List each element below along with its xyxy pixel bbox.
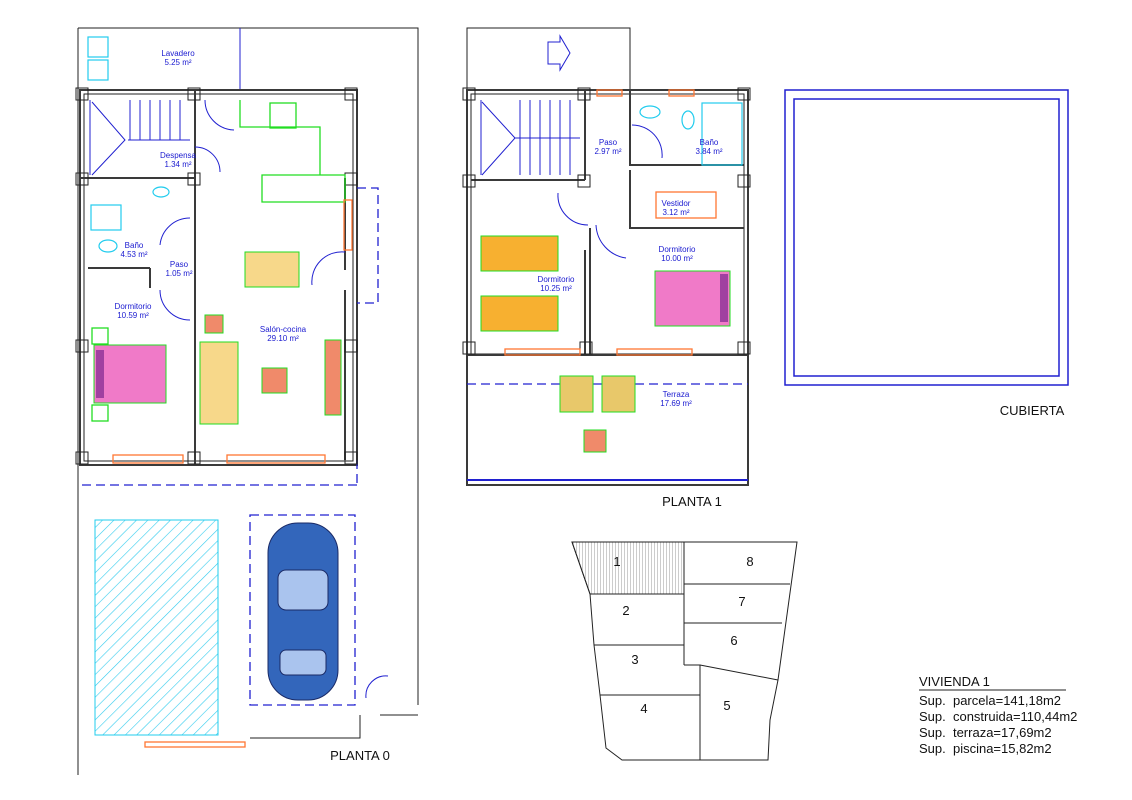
room-labels-1: Paso 2.97 m² Baño 3.84 m² Vestidor 3.12 …: [538, 138, 723, 408]
cubierta-title: CUBIERTA: [1000, 403, 1065, 418]
planta-0: Lavadero 5.25 m² Despensa 1.34 m² Baño 4…: [75, 27, 419, 775]
sink-icon: [639, 105, 661, 119]
stairs-icon: [480, 100, 580, 176]
room-name: Dormitorio: [115, 302, 152, 311]
entry-arrow-icon: [547, 34, 571, 72]
room-area: 4.53 m²: [120, 250, 147, 259]
washer-icon: [87, 36, 109, 58]
wardrobe: [655, 191, 717, 219]
planta-1: Paso 2.97 m² Baño 3.84 m² Vestidor 3.12 …: [462, 27, 751, 509]
bed: [480, 235, 559, 272]
lounger: [559, 375, 594, 413]
room-name: Lavadero: [161, 49, 195, 58]
kitchen-counter: [239, 100, 346, 203]
stairs-icon: [89, 100, 190, 176]
stove-icon: [269, 102, 297, 129]
pool: [94, 519, 219, 736]
sofa: [199, 341, 239, 425]
terrace-table: [583, 429, 607, 453]
room-area: 5.25 m²: [164, 58, 191, 67]
parcel-1-highlight: [571, 541, 685, 595]
room-name: Terraza: [663, 390, 690, 399]
windows: [112, 199, 353, 748]
parcel-number: 1: [613, 554, 620, 569]
roof-outline: [784, 89, 1069, 386]
tv-unit: [324, 339, 342, 416]
room-area: 17.69 m²: [660, 399, 692, 408]
info-piscina: Sup. piscina=15,82m2: [919, 741, 1052, 756]
vivienda-title: VIVIENDA 1: [919, 674, 990, 689]
building-outline-0: [79, 89, 358, 466]
bed: [654, 270, 731, 327]
bed: [93, 344, 167, 404]
parcel-number: 8: [746, 554, 753, 569]
planta-0-title: PLANTA 0: [330, 748, 390, 763]
room-area: 10.00 m²: [661, 254, 693, 263]
room-area: 29.10 m²: [267, 334, 299, 343]
room-area: 3.12 m²: [662, 208, 689, 217]
coffee-table: [261, 367, 288, 394]
room-name: Paso: [599, 138, 618, 147]
parcel-number: 7: [738, 594, 745, 609]
lounger: [601, 375, 636, 413]
parcel-number: 5: [723, 698, 730, 713]
room-area: 1.05 m²: [165, 269, 192, 278]
toilet-icon: [681, 110, 695, 130]
dining-table: [244, 251, 300, 288]
car-icon: [267, 522, 339, 701]
room-name: Paso: [170, 260, 189, 269]
room-area: 2.97 m²: [594, 147, 621, 156]
info-construida: Sup. construida=110,44m2: [919, 709, 1077, 724]
parcel-number: 3: [631, 652, 638, 667]
sink-icon: [152, 186, 170, 198]
room-area: 10.59 m²: [117, 311, 149, 320]
parcel-map: 1 2 3 4 5 6 7 8: [571, 541, 798, 761]
vivienda-info: VIVIENDA 1 Sup. parcela=141,18m2 Sup. co…: [919, 674, 1077, 756]
room-name: Baño: [700, 138, 719, 147]
room-name: Dormitorio: [659, 245, 696, 254]
room-name: Baño: [125, 241, 144, 250]
room-name: Despensa: [160, 151, 197, 160]
info-terraza: Sup. terraza=17,69m2: [919, 725, 1052, 740]
parcel-number: 2: [622, 603, 629, 618]
toilet-icon: [98, 239, 118, 253]
plot-boundary-bottom: [250, 714, 418, 739]
info-parcela: Sup. parcela=141,18m2: [919, 693, 1061, 708]
dryer-icon: [87, 59, 109, 81]
bed: [480, 295, 559, 332]
room-area: 3.84 m²: [695, 147, 722, 156]
shower-icon: [701, 102, 743, 166]
cubierta: CUBIERTA: [784, 89, 1069, 418]
door-swings: [159, 99, 389, 699]
room-area: 10.25 m²: [540, 284, 572, 293]
parcel-number: 4: [640, 701, 647, 716]
parcel-number: 6: [730, 633, 737, 648]
room-name: Salón-cocina: [260, 325, 307, 334]
room-area: 1.34 m²: [164, 160, 191, 169]
room-name: Vestidor: [662, 199, 691, 208]
shower-icon: [90, 204, 122, 231]
room-labels-0: Lavadero 5.25 m² Despensa 1.34 m² Baño 4…: [115, 49, 307, 343]
parking-space: [249, 514, 356, 706]
plot-boundary: [77, 27, 419, 775]
room-name: Dormitorio: [538, 275, 575, 284]
planta-1-title: PLANTA 1: [662, 494, 722, 509]
